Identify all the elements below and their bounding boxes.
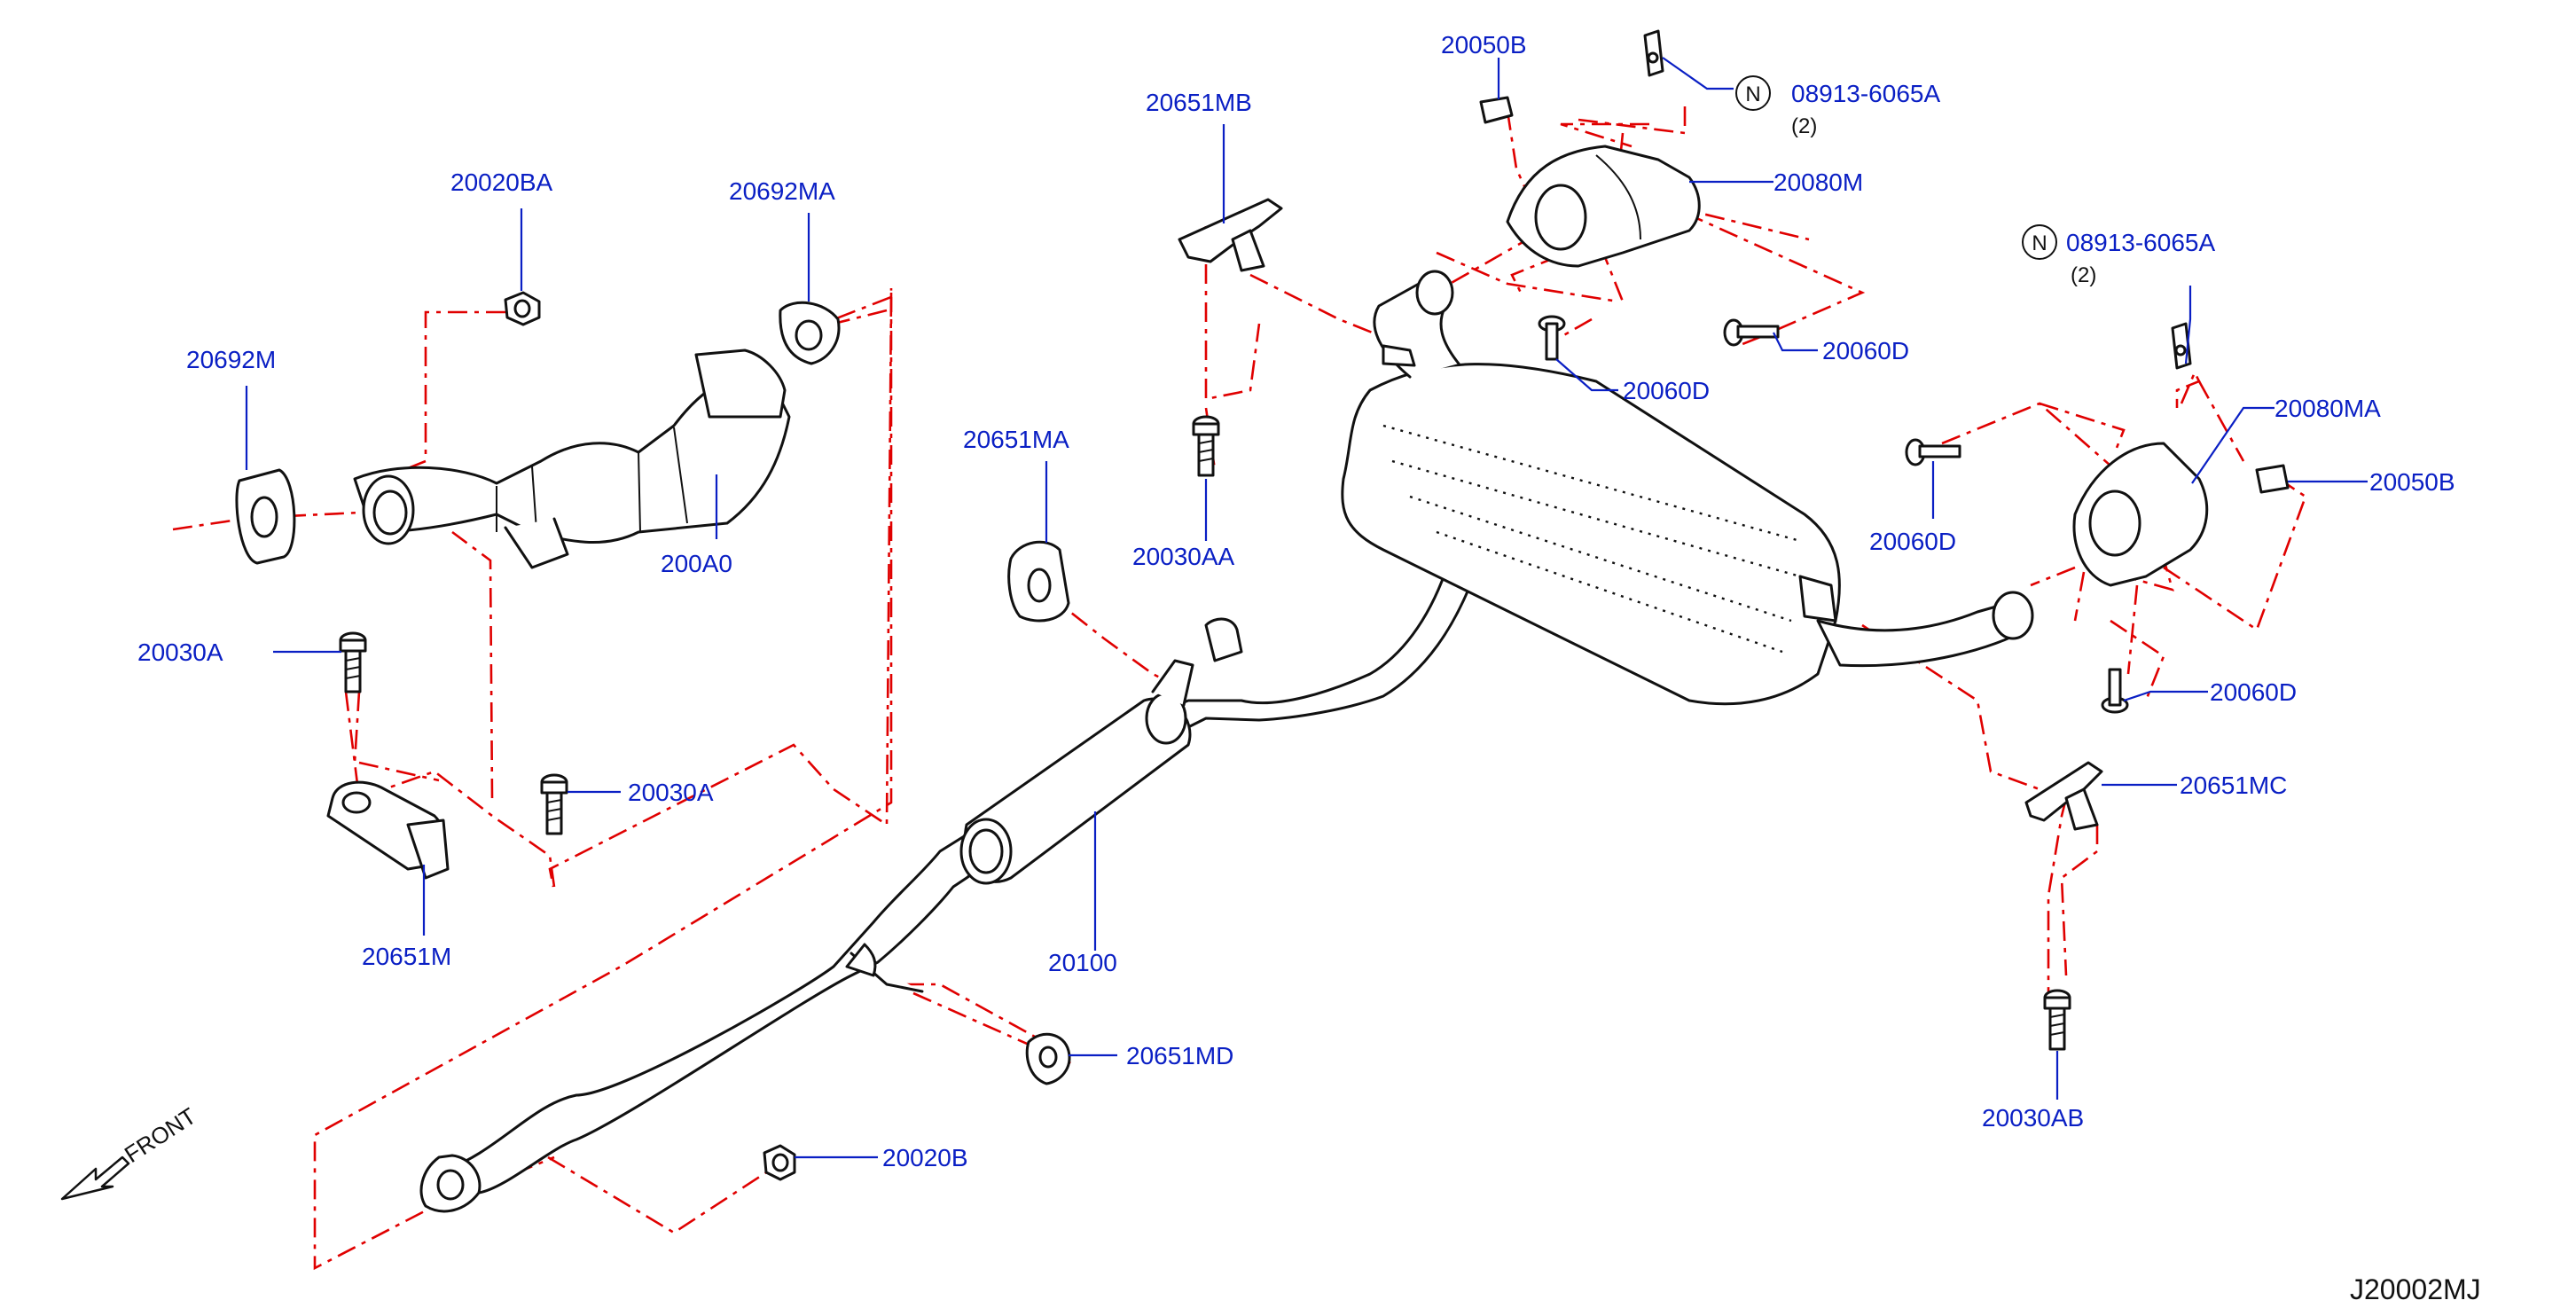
screw-20060D-a — [1538, 315, 1566, 361]
nut-symbol-right: N — [2022, 224, 2057, 260]
label-20651MD: 20651MD — [1126, 1042, 1233, 1069]
label-20651M: 20651M — [362, 943, 451, 970]
main-muffler — [1341, 270, 2034, 706]
front-arrow-icon — [60, 1155, 130, 1201]
qty-right: (2) — [2071, 263, 2096, 287]
label-08913-right: 08913-6065A — [2066, 229, 2215, 256]
bolt-20030AA — [1192, 415, 1220, 477]
label-08913-top: 08913-6065A — [1791, 80, 1940, 107]
gasket-20692M — [235, 468, 296, 565]
nut-symbol-top: N — [1735, 75, 1771, 111]
label-20100: 20100 — [1048, 949, 1117, 976]
label-20050B-right: 20050B — [2369, 468, 2455, 496]
label-20060D-a: 20060D — [1623, 377, 1710, 404]
label-20060D-b: 20060D — [1822, 337, 1909, 364]
label-20080M: 20080M — [1773, 168, 1863, 196]
screw-20060D-b — [1723, 318, 1780, 347]
clip-08913-top — [1643, 29, 1664, 77]
label-20030A-mid: 20030A — [628, 779, 714, 806]
bolt-20030A-mid — [540, 773, 568, 835]
label-20060D-d: 20060D — [2210, 678, 2297, 706]
front-label: FRONT — [120, 1102, 201, 1168]
label-200A0: 200A0 — [661, 550, 732, 577]
svg-text:N: N — [1745, 82, 1760, 106]
label-20030AB: 20030AB — [1982, 1104, 2084, 1132]
label-20651MA: 20651MA — [963, 426, 1069, 453]
diagram-id: J20002MJ — [2350, 1273, 2481, 1305]
clip-08913-right — [2171, 322, 2192, 370]
bracket-20651M — [326, 780, 450, 880]
rubber-mount-20651MA — [1007, 540, 1070, 623]
clip-20050B-right — [2255, 464, 2290, 494]
label-20020BA: 20020BA — [450, 168, 553, 196]
label-20020B: 20020B — [882, 1144, 968, 1171]
label-20651MB: 20651MB — [1146, 89, 1252, 116]
bolt-20030AB — [2043, 989, 2071, 1051]
label-20050B-top: 20050B — [1441, 31, 1527, 59]
hanger-20651MC — [2024, 761, 2103, 831]
nut-20020BA — [504, 291, 541, 326]
svg-text:N: N — [2032, 231, 2047, 255]
label-20651MC: 20651MC — [2180, 772, 2287, 799]
catalytic-converter-200A0 — [353, 349, 791, 569]
heat-shield-20080M — [1506, 145, 1701, 268]
screw-20060D-c — [1905, 438, 1961, 466]
qty-top: (2) — [1791, 114, 1817, 138]
label-20060D-c: 20060D — [1869, 528, 1956, 555]
assembly-lines — [172, 106, 2307, 1271]
label-20692M: 20692M — [186, 346, 276, 373]
pipe-assembly-20100 — [419, 561, 1474, 1213]
label-20030AA: 20030AA — [1132, 543, 1235, 570]
hanger-20651MB — [1178, 198, 1283, 272]
label-20030A-left: 20030A — [137, 638, 223, 666]
front-indicator: FRONT — [60, 1102, 201, 1201]
rubber-mount-20651MD — [1025, 1032, 1071, 1085]
clip-20050B-top — [1479, 96, 1514, 124]
label-20692MA: 20692MA — [729, 177, 835, 205]
label-20080MA: 20080MA — [2275, 395, 2381, 422]
heat-shield-20080MA — [2072, 442, 2209, 587]
leader-lines — [245, 57, 2368, 1159]
part-labels: 20020BA 20692MA 20692M 200A0 20030A 2003… — [137, 31, 2455, 1171]
bolt-20030A-left — [339, 631, 367, 693]
nut-20020B — [763, 1144, 796, 1181]
gasket-20692MA — [779, 301, 841, 365]
screw-20060D-d — [2101, 668, 2129, 714]
